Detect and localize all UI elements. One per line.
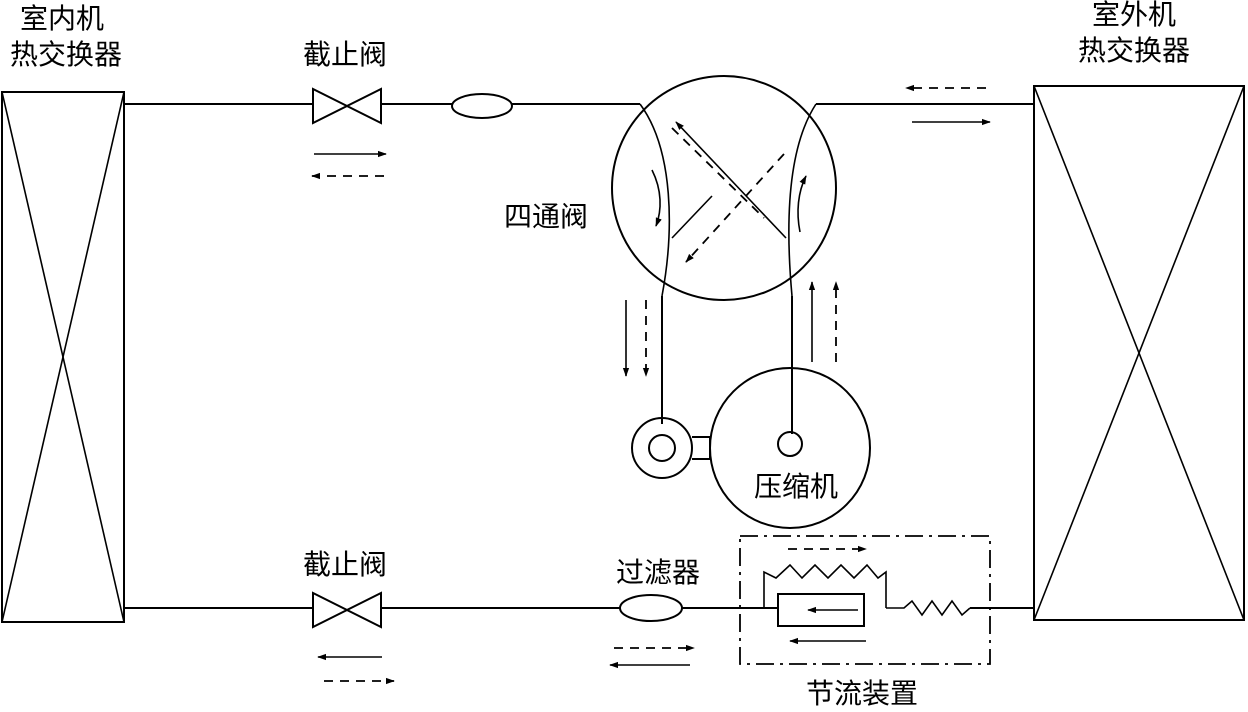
outdoor-hx-label-line2: 热交换器 [1078,34,1190,67]
compressor [631,367,871,529]
outdoor-hx-label-line1: 室外机 [1092,0,1176,31]
indoor-hx-label-line1: 室内机 [20,2,104,35]
outdoor-heat-exchanger [1033,85,1245,621]
throttle-device-label: 节流装置 [806,677,918,710]
bottom-stop-valve [312,591,382,629]
top-stop-valve-label: 截止阀 [303,38,387,71]
throttle-device [739,535,991,665]
indoor-hx-label-line2: 热交换器 [10,38,122,71]
four-way-valve-label: 四通阀 [504,200,588,233]
top-pipe-connector [451,93,513,119]
bottom-stop-valve-label: 截止阀 [303,548,387,581]
top-stop-valve [312,87,382,125]
filter-label: 过滤器 [616,556,700,589]
four-way-valve [611,75,837,301]
indoor-heat-exchanger [1,91,125,623]
filter [619,594,683,622]
compressor-label: 压缩机 [754,470,838,503]
